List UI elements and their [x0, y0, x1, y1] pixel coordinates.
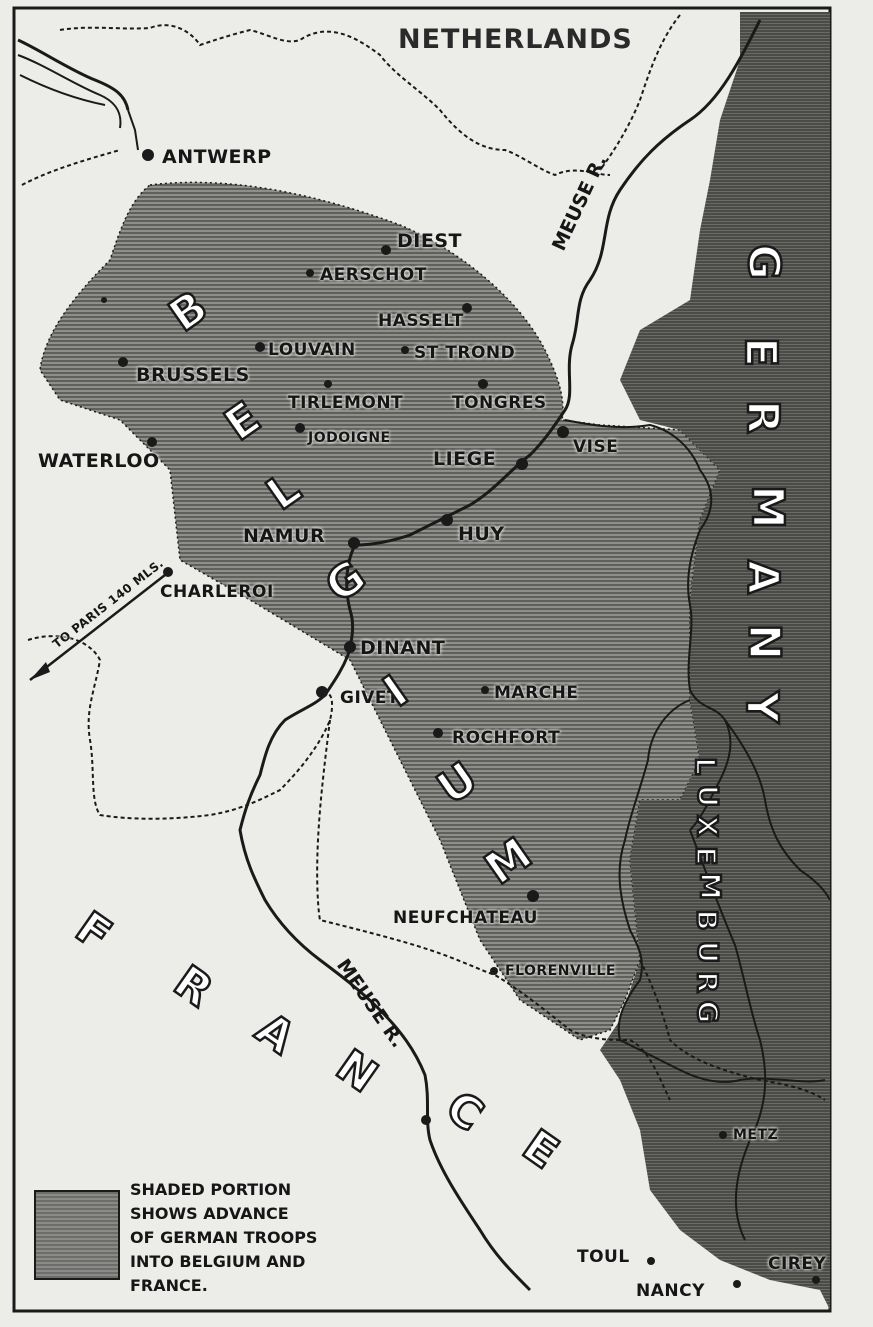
city-metz: METZ	[733, 1127, 779, 1143]
city-florenville: FLORENVILLE	[505, 963, 616, 979]
city-neufchateau: NEUFCHATEAU	[393, 908, 538, 928]
luxemburg-letter-7: U	[690, 939, 726, 964]
city-liege: LIEGE	[433, 448, 497, 470]
city-huy: HUY	[458, 523, 505, 545]
city-charleroi: CHARLEROI	[160, 582, 274, 602]
luxemburg-letter-5: M	[693, 871, 729, 901]
city-dinant: DINANT	[360, 637, 446, 659]
border-germany	[564, 419, 732, 831]
city-louvain: LOUVAIN	[268, 340, 356, 360]
city-marche: MARCHE	[494, 683, 579, 703]
city-brussels: BRUSSELS	[136, 364, 250, 386]
legend-swatch	[34, 1190, 120, 1280]
city-rochfort: ROCHFORT	[452, 728, 561, 748]
germany-shaded	[600, 12, 830, 1310]
shaded-advance-area	[39, 181, 721, 1041]
label-netherlands: NETHERLANDS	[398, 24, 633, 55]
germany-letter-5: A	[736, 559, 790, 596]
germany-letter-7: Y	[735, 690, 789, 724]
meuse-river-south	[238, 544, 532, 1292]
germany-letter-3: R	[736, 399, 790, 435]
city-hasselt: HASSELT	[378, 311, 464, 331]
city-antwerp: ANTWERP	[162, 146, 272, 168]
city-diest: DIEST	[397, 230, 462, 252]
legend-line: OF GERMAN TROOPS	[130, 1228, 318, 1247]
legend-line: SHADED PORTION	[130, 1180, 292, 1199]
luxemburg-letter-9: G	[690, 999, 726, 1024]
germany-letter-1: G	[737, 243, 791, 282]
scheldt-estuary	[17, 38, 130, 111]
luxemburg-letter-6: B	[689, 908, 725, 932]
city-nancy: NANCY	[636, 1281, 705, 1301]
city-namur: NAMUR	[243, 525, 326, 547]
border-france	[27, 635, 334, 820]
city-aerschot: AERSCHOT	[320, 265, 427, 285]
city-tirlemont: TIRLEMONT	[288, 393, 404, 413]
city-jodoigne: JODOIGNE	[308, 430, 391, 446]
moselle-river	[735, 1039, 767, 1241]
city-tongres: TONGRES	[452, 393, 547, 413]
luxemburg-letter-4: E	[688, 845, 724, 867]
border-luxemburg	[617, 699, 826, 1083]
luxemburg-letter-2: U	[690, 783, 726, 808]
city-givet: GIVET	[340, 688, 400, 708]
route-to-paris	[29, 574, 166, 681]
city-st-trond: ST TROND	[414, 343, 516, 363]
germany-letter-2: E	[734, 336, 788, 369]
legend-text: SHADED PORTION SHOWS ADVANCE OF GERMAN T…	[130, 1178, 390, 1298]
legend-line: SHOWS ADVANCE	[130, 1204, 289, 1223]
city-cirey: CIREY	[768, 1254, 827, 1274]
border-netherlands	[59, 24, 611, 177]
germany-letter-4: M	[741, 484, 795, 530]
luxemburg-letter-8: R	[690, 970, 726, 994]
luxemburg-letter-3: X	[690, 814, 726, 838]
luxemburg-letter-1: L	[688, 756, 724, 776]
city-toul: TOUL	[577, 1247, 630, 1267]
germany-letter-6: N	[737, 622, 791, 661]
city-waterloo: WATERLOO	[38, 450, 160, 472]
city-dots	[101, 149, 820, 1288]
city-vise: VISE	[573, 437, 619, 457]
legend-line: FRANCE.	[130, 1276, 208, 1295]
meuse-river-north	[354, 19, 762, 547]
legend-line: INTO BELGIUM AND	[130, 1252, 306, 1271]
